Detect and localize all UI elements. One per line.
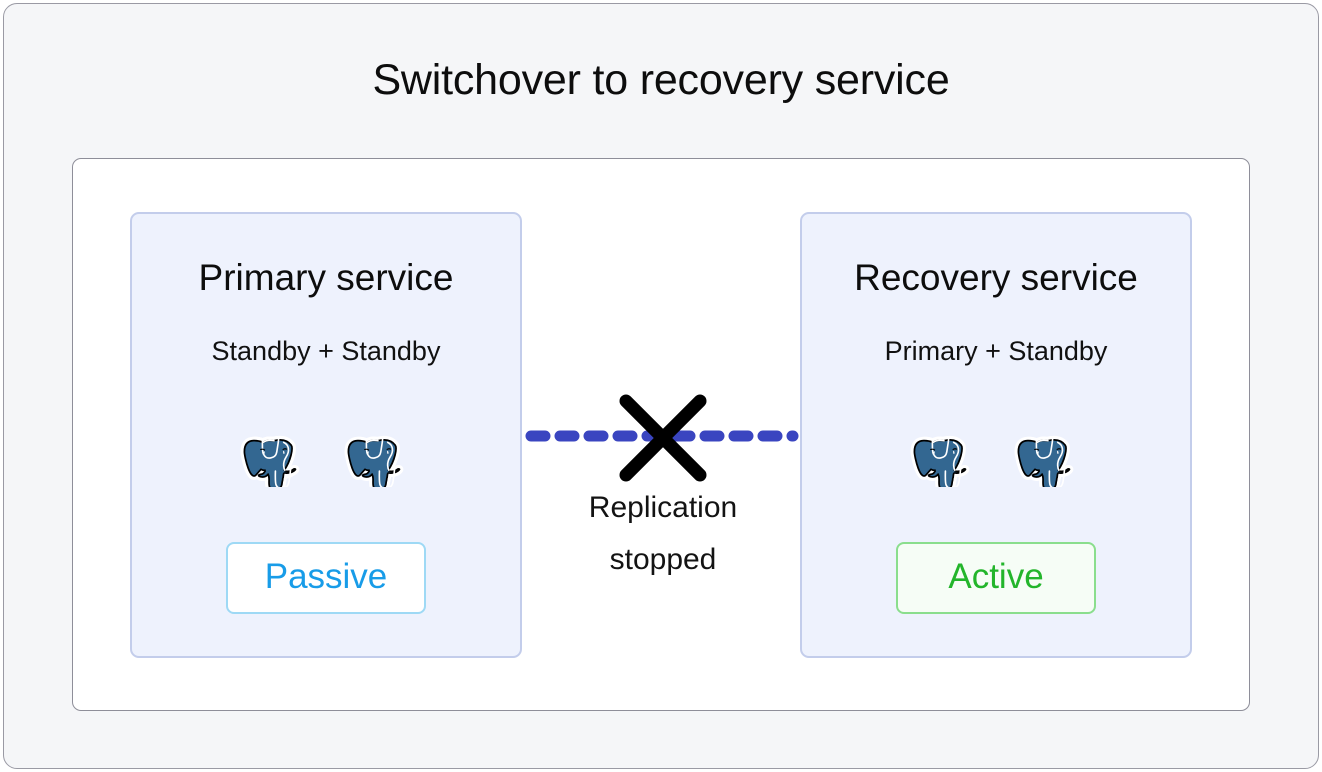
x-cross-icon <box>619 394 707 482</box>
replication-status-label: Replication stopped <box>527 482 799 586</box>
postgresql-elephant-icon <box>910 435 970 487</box>
service-subtitle: Standby + Standby <box>211 336 441 366</box>
status-badge[interactable]: Active <box>896 542 1096 614</box>
service-title: Primary service <box>198 257 454 298</box>
postgresql-elephant-icon <box>1014 435 1074 487</box>
service-title: Recovery service <box>854 257 1138 298</box>
postgresql-elephant-icon <box>240 435 300 487</box>
status-badge[interactable]: Passive <box>226 542 426 614</box>
node-row <box>909 413 1083 487</box>
postgresql-elephant-icon <box>344 435 404 487</box>
replication-label-line2: stopped <box>609 543 717 576</box>
node-row <box>239 413 413 487</box>
page-title: Switchover to recovery service <box>372 56 950 104</box>
service-card-primary[interactable]: Primary service Standby + Standby <box>130 212 522 658</box>
replication-label-line1: Replication <box>588 491 738 524</box>
service-card-recovery[interactable]: Recovery service Primary + Standby <box>800 212 1192 658</box>
service-subtitle: Primary + Standby <box>884 336 1108 366</box>
